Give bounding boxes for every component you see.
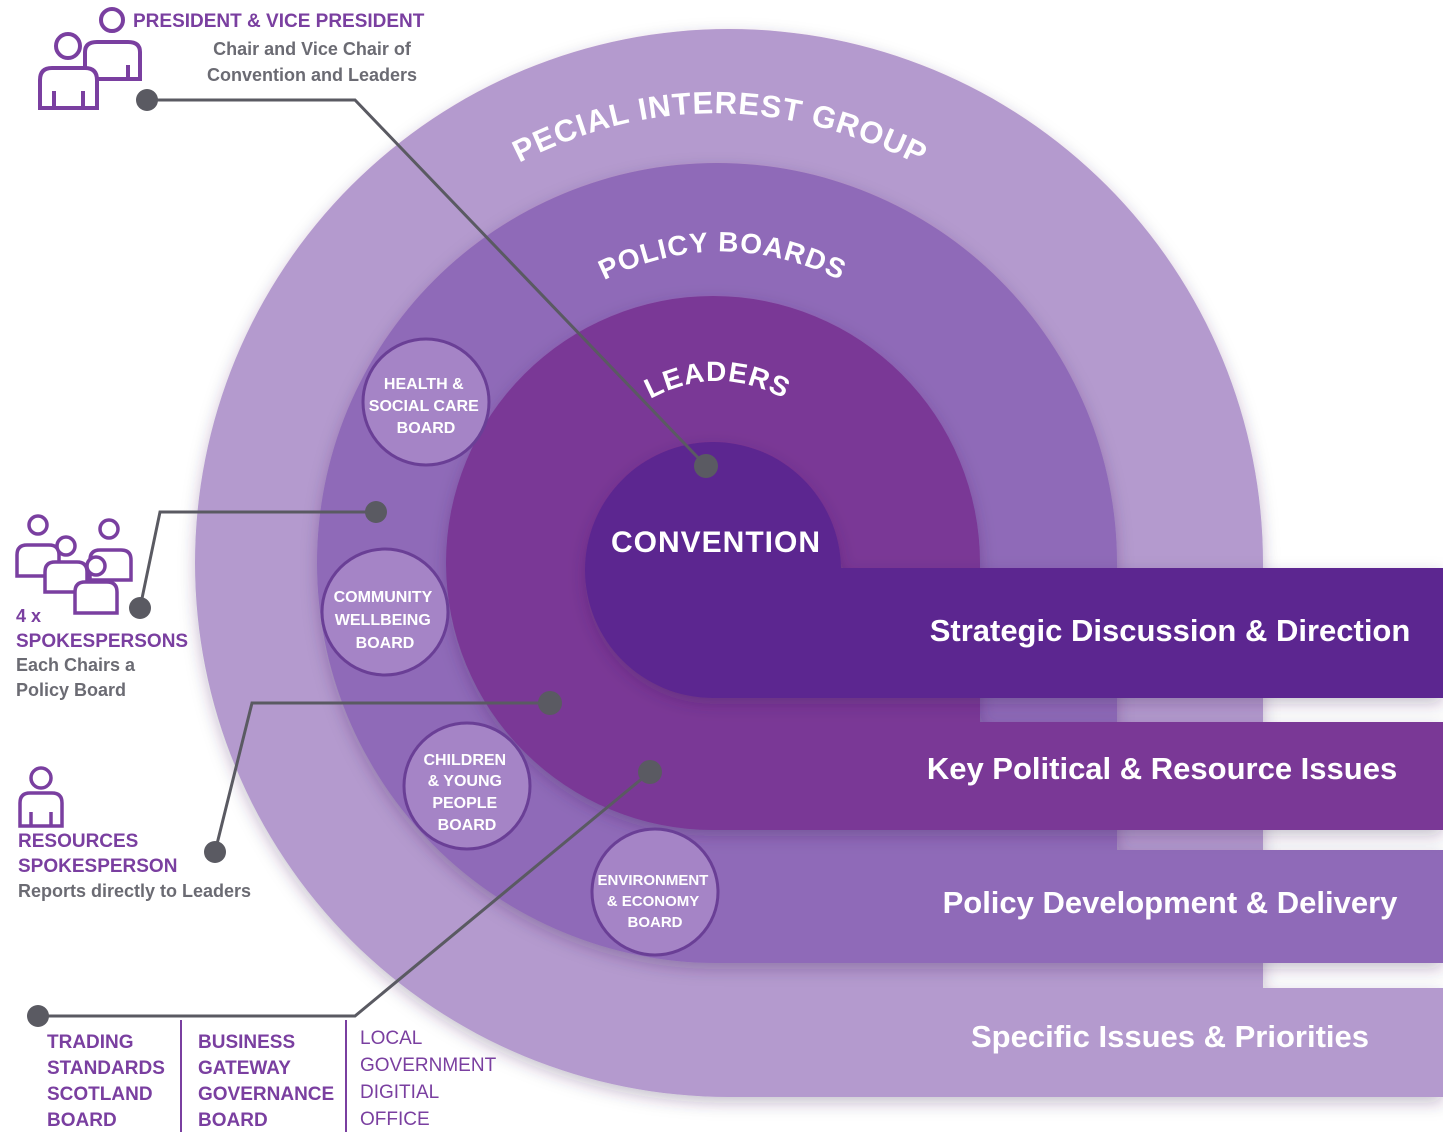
svg-text:CHILDREN & YOUNG P: CHILDREN & YOUNG PEOPLE BOARD bbox=[423, 752, 510, 834]
digital-line: GOVERNMENT bbox=[360, 1055, 497, 1076]
environment-board-line: ENVIRONMENT bbox=[597, 872, 708, 889]
dot-spokespersons-start bbox=[129, 597, 151, 619]
community-board-line: COMMUNITY bbox=[334, 589, 433, 606]
connector-special-groups bbox=[38, 770, 651, 1018]
core-convention bbox=[585, 442, 1443, 698]
children-young-people-board: CHILDREN & YOUNG PEOPLE BOARD bbox=[402, 721, 532, 851]
band-specific-label: Specific Issues & Priorities bbox=[971, 1019, 1369, 1054]
connector-dots bbox=[27, 89, 718, 1027]
environment-board-line: & ECONOMY bbox=[607, 893, 700, 910]
trading-line: STANDARDS bbox=[47, 1058, 165, 1079]
dot-president-start bbox=[136, 89, 158, 111]
svg-text:TRADING STANDARDS: TRADING STANDARDS SCOTLAND BOARD bbox=[47, 1032, 170, 1131]
health-board-line: BOARD bbox=[397, 420, 456, 437]
special-groups-list: TRADING STANDARDS SCOTLAND BOARD BUSINES… bbox=[47, 1020, 501, 1132]
president-line1: Chair and Vice Chair of bbox=[213, 39, 412, 59]
president-line2: Convention and Leaders bbox=[207, 65, 417, 85]
children-board-line: PEOPLE bbox=[432, 795, 497, 812]
two-people-icon bbox=[38, 7, 142, 110]
spokespersons-title: SPOKESPERSONS bbox=[16, 631, 188, 652]
svg-text:ENVIRONMENT & ECONOMY: ENVIRONMENT & ECONOMY BOARD bbox=[597, 872, 712, 931]
band-political-label: Key Political & Resource Issues bbox=[927, 751, 1397, 786]
business-line: GATEWAY bbox=[198, 1058, 291, 1079]
dot-resources-start bbox=[204, 841, 226, 863]
band-strategic-label: Strategic Discussion & Direction bbox=[930, 613, 1411, 648]
trading-line: SCOTLAND bbox=[47, 1084, 153, 1105]
trading-line: BOARD bbox=[47, 1110, 117, 1131]
band-policy-label: Policy Development & Delivery bbox=[943, 885, 1399, 920]
community-board-line: BOARD bbox=[356, 635, 415, 652]
environment-economy-board: ENVIRONMENT & ECONOMY BOARD bbox=[590, 827, 720, 957]
dot-spokespersons-end bbox=[365, 501, 387, 523]
resources-line1: Reports directly to Leaders bbox=[18, 881, 251, 901]
connector-president bbox=[147, 98, 708, 468]
president-title: PRESIDENT & VICE PRESIDENT bbox=[133, 11, 425, 32]
community-board-line: WELLBEING bbox=[335, 612, 431, 629]
convention-label: CONVENTION bbox=[611, 526, 821, 559]
svg-text:HEALTH & SOCIAL CARE: HEALTH & SOCIAL CARE BOARD bbox=[369, 376, 483, 437]
resources-title1: RESOURCES bbox=[18, 831, 138, 852]
dot-resources-end bbox=[538, 691, 562, 715]
business-line: BUSINESS bbox=[198, 1032, 295, 1053]
environment-board-line: BOARD bbox=[628, 914, 683, 931]
dot-president-end bbox=[694, 454, 718, 478]
digital-line: DIGITIAL bbox=[360, 1082, 439, 1103]
svg-text:COMMUNITY WELLBEING: COMMUNITY WELLBEING BOARD bbox=[334, 589, 437, 652]
community-wellbeing-board: COMMUNITY WELLBEING BOARD bbox=[320, 547, 450, 677]
dot-special-start bbox=[27, 1005, 49, 1027]
children-board-line: & YOUNG bbox=[428, 773, 502, 790]
dot-special-end bbox=[638, 760, 662, 784]
children-board-line: CHILDREN bbox=[423, 752, 506, 769]
children-board-line: BOARD bbox=[438, 817, 497, 834]
four-people-icon bbox=[15, 514, 133, 615]
svg-text:BUSINESS GATEWAY G: BUSINESS GATEWAY GOVERNANCE BOARD bbox=[198, 1032, 339, 1131]
health-board-line: HEALTH & bbox=[384, 376, 464, 393]
spokespersons-line2: Policy Board bbox=[16, 680, 126, 700]
digital-line: LOCAL bbox=[360, 1028, 422, 1049]
connectors bbox=[38, 98, 708, 1018]
trading-line: TRADING bbox=[47, 1032, 134, 1053]
health-social-care-board: HEALTH & SOCIAL CARE BOARD bbox=[361, 337, 491, 467]
spokespersons-line1: Each Chairs a bbox=[16, 655, 136, 675]
connector-spokespersons bbox=[138, 510, 376, 609]
person-icon bbox=[18, 766, 64, 828]
connector-resources bbox=[213, 701, 550, 853]
resources-title2: SPOKESPERSON bbox=[18, 856, 177, 877]
digital-line: OFFICE bbox=[360, 1109, 430, 1130]
svg-text:LOCAL GOVERNMENT D: LOCAL GOVERNMENT DIGITIAL OFFICE bbox=[360, 1028, 501, 1130]
health-board-line: SOCIAL CARE bbox=[369, 398, 479, 415]
spokespersons-count: 4 x bbox=[16, 606, 41, 626]
business-line: GOVERNANCE bbox=[198, 1084, 334, 1105]
business-line: BOARD bbox=[198, 1110, 268, 1131]
